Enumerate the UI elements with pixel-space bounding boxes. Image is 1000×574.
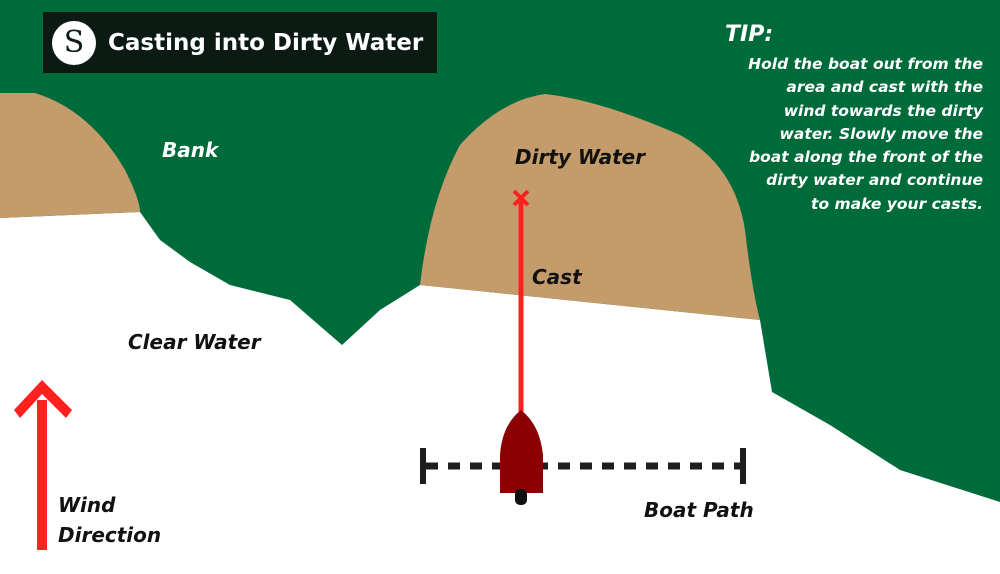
- clear-water-label: Clear Water: [128, 330, 261, 354]
- direction-label: Direction: [58, 523, 162, 547]
- left-dirty-patch: [0, 93, 140, 218]
- boat-path-line: [420, 448, 746, 484]
- page-title: Casting into Dirty Water: [108, 29, 424, 56]
- cast-label: Cast: [532, 265, 582, 289]
- dirty-water-label: Dirty Water: [515, 145, 646, 169]
- tip-body: Hold the boat out from the area and cast…: [748, 55, 983, 213]
- title-banner: S Casting into Dirty Water: [43, 12, 437, 73]
- tip-box: TIP: Hold the boat out from the area and…: [725, 22, 983, 216]
- bank-label: Bank: [162, 138, 219, 162]
- cast-target-icon: [512, 189, 530, 207]
- wind-arrow-icon: [14, 380, 72, 550]
- boat-path-label: Boat Path: [644, 498, 754, 522]
- logo-icon: S: [52, 20, 96, 65]
- wind-label: Wind: [58, 493, 116, 517]
- boat-icon: [500, 410, 543, 505]
- dirty-water-area: [420, 94, 760, 320]
- tip-heading: TIP:: [725, 22, 774, 47]
